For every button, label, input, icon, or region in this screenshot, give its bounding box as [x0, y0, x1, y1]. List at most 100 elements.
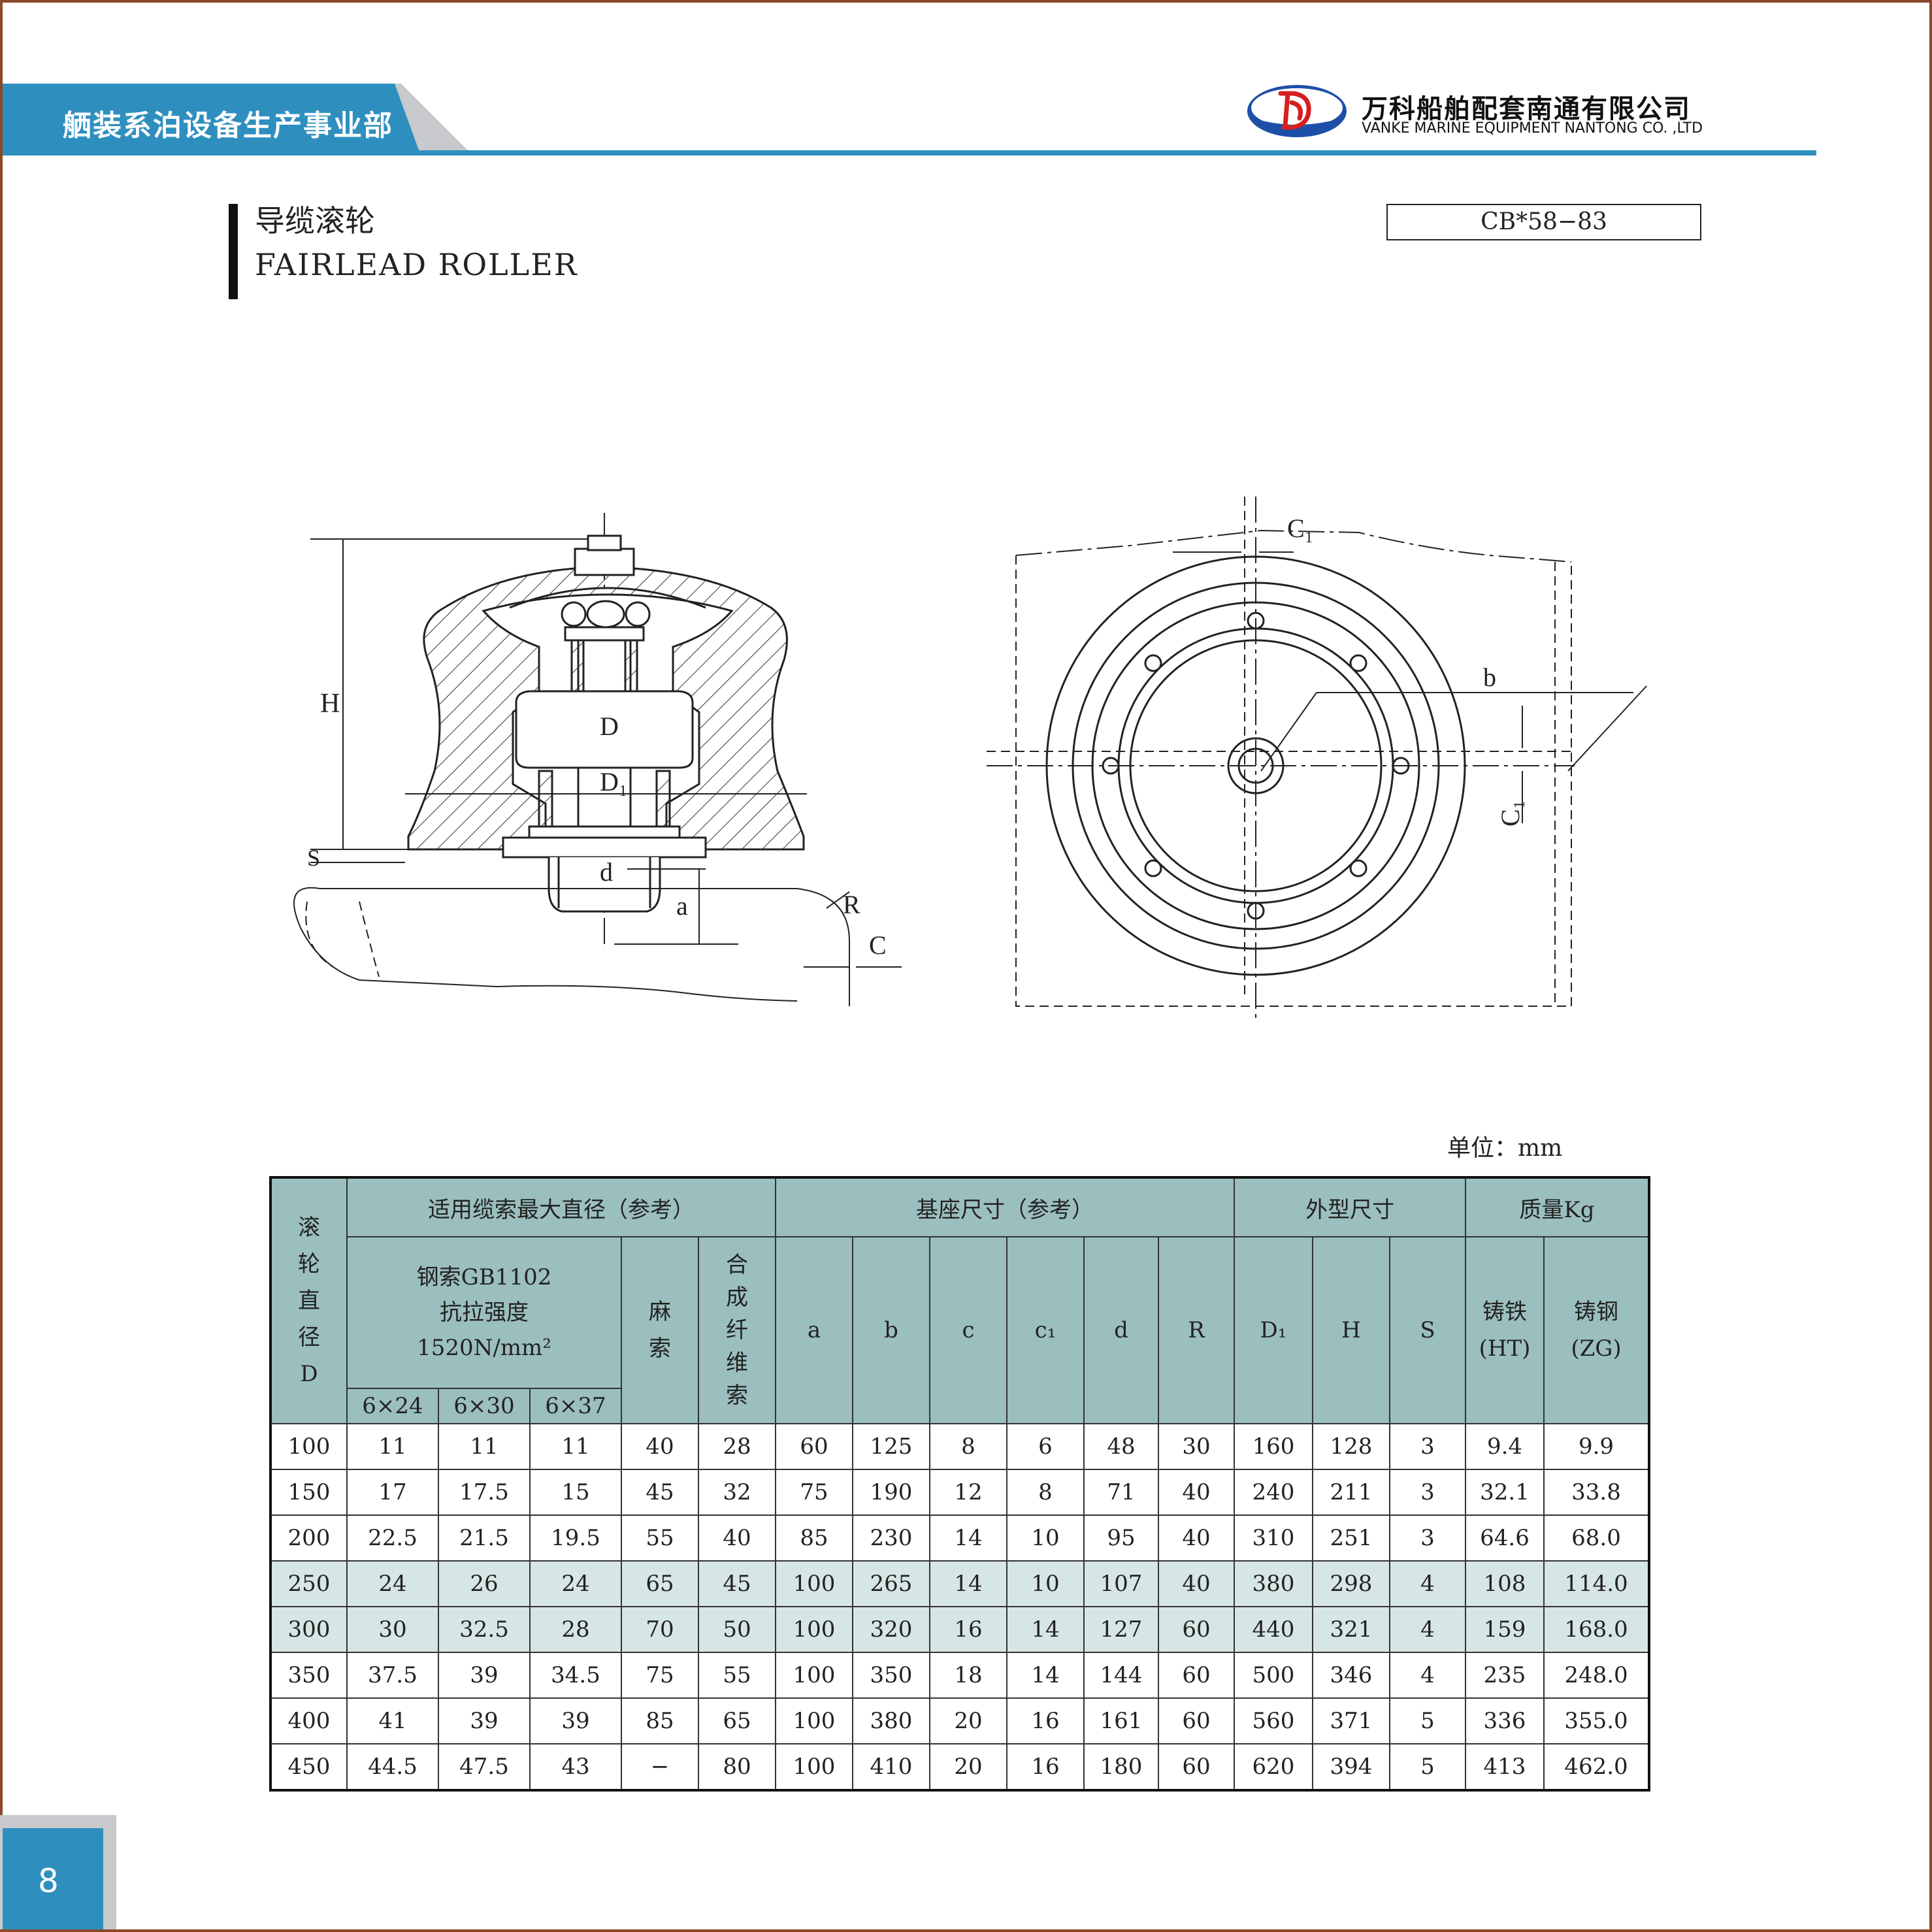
table-cell: 14: [1006, 1606, 1085, 1653]
header-6x24: 6×24: [346, 1388, 439, 1424]
table-cell: 400: [270, 1697, 348, 1744]
table-cell: 321: [1312, 1606, 1390, 1653]
header-b: b: [852, 1236, 930, 1424]
table-cell: 8: [929, 1423, 1007, 1470]
label-D1: D₁: [600, 767, 628, 796]
header-steel-rope: 钢索GB1102 抗拉强度 1520N/mm²: [346, 1236, 622, 1389]
table-cell: 265: [852, 1560, 930, 1607]
table-cell: 200: [270, 1514, 348, 1562]
table-cell: 5: [1389, 1697, 1466, 1744]
header-6x30: 6×30: [438, 1388, 531, 1424]
header-c1: c₁: [1006, 1236, 1085, 1424]
table-cell: 33.8: [1543, 1469, 1650, 1516]
table-cell: 40: [1158, 1514, 1235, 1562]
table-cell: 4: [1389, 1652, 1466, 1699]
table-cell: 10: [1006, 1514, 1085, 1562]
section-view: H S D D₁ d a R C: [293, 513, 902, 1006]
table-cell: 620: [1234, 1743, 1313, 1791]
table-cell: 108: [1465, 1560, 1545, 1607]
table-cell: 144: [1083, 1652, 1159, 1699]
header-d: d: [1083, 1236, 1159, 1424]
header-H: H: [1312, 1236, 1390, 1424]
header-S: S: [1389, 1236, 1466, 1424]
table-cell: 18: [929, 1652, 1007, 1699]
table-cell: 85: [621, 1697, 699, 1744]
table-cell: 20: [929, 1697, 1007, 1744]
table-cell: 68.0: [1543, 1514, 1650, 1562]
header-a: a: [775, 1236, 853, 1424]
label-a: a: [676, 891, 688, 921]
table-cell: 230: [852, 1514, 930, 1562]
table-cell: 40: [698, 1514, 776, 1562]
table-cell: 71: [1083, 1469, 1159, 1516]
department-name: 舾装系泊设备生产事业部: [63, 109, 393, 142]
table-cell: 11: [346, 1423, 439, 1470]
table-cell: 114.0: [1543, 1560, 1650, 1607]
table-cell: 48: [1083, 1423, 1159, 1470]
header-base-group: 基座尺寸（参考）: [775, 1177, 1235, 1237]
table-cell: 350: [270, 1652, 348, 1699]
table-cell: 26: [438, 1560, 531, 1607]
table-cell: 45: [698, 1560, 776, 1607]
table-cell: 9.9: [1543, 1423, 1650, 1470]
product-title-cn: 导缆滚轮: [255, 203, 375, 238]
table-cell: 100: [270, 1423, 348, 1470]
table-cell: 39: [438, 1697, 531, 1744]
table-cell: 100: [775, 1743, 853, 1791]
table-cell: 440: [1234, 1606, 1313, 1653]
table-cell: 3: [1389, 1469, 1466, 1516]
unit-label: 单位：mm: [1447, 1135, 1563, 1162]
table-cell: 250: [270, 1560, 348, 1607]
table-cell: 127: [1083, 1606, 1159, 1653]
label-b: b: [1483, 663, 1496, 692]
label-D: D: [600, 712, 619, 741]
table-cell: 346: [1312, 1652, 1390, 1699]
table-cell: 45: [621, 1469, 699, 1516]
table-cell: 462.0: [1543, 1743, 1650, 1791]
table-cell: 4: [1389, 1560, 1466, 1607]
table-cell: 150: [270, 1469, 348, 1516]
table-cell: −: [621, 1743, 699, 1791]
page-number: 8: [38, 1862, 59, 1900]
table-cell: 3: [1389, 1423, 1466, 1470]
table-cell: 40: [621, 1423, 699, 1470]
table-cell: 100: [775, 1606, 853, 1653]
table-cell: 19.5: [529, 1514, 622, 1562]
table-cell: 55: [698, 1652, 776, 1699]
table-cell: 60: [775, 1423, 853, 1470]
table-cell: 14: [929, 1560, 1007, 1607]
header-hemp-rope: 麻索: [621, 1236, 699, 1424]
table-cell: 320: [852, 1606, 930, 1653]
table-cell: 3: [1389, 1514, 1466, 1562]
header-synthetic-rope: 合成纤维索: [698, 1236, 776, 1424]
table-cell: 43: [529, 1743, 622, 1791]
table-cell: 14: [929, 1514, 1007, 1562]
table-cell: 75: [775, 1469, 853, 1516]
label-d: d: [600, 857, 613, 887]
table-cell: 60: [1158, 1697, 1235, 1744]
label-S: S: [307, 845, 320, 871]
table-cell: 9.4: [1465, 1423, 1545, 1470]
table-cell: 47.5: [438, 1743, 531, 1791]
table-cell: 70: [621, 1606, 699, 1653]
plan-view: C₁ b C₁: [987, 497, 1647, 1019]
header-6x37: 6×37: [529, 1388, 622, 1424]
table-cell: 22.5: [346, 1514, 439, 1562]
header-outline-group: 外型尺寸: [1234, 1177, 1466, 1237]
table-cell: 161: [1083, 1697, 1159, 1744]
table-cell: 211: [1312, 1469, 1390, 1516]
table-cell: 40: [1158, 1469, 1235, 1516]
table-cell: 95: [1083, 1514, 1159, 1562]
table-cell: 159: [1465, 1606, 1545, 1653]
table-cell: 75: [621, 1652, 699, 1699]
title-accent-bar: [229, 204, 238, 299]
label-C1-side: C₁: [1496, 800, 1525, 827]
standard-code: CB*58−83: [1386, 204, 1701, 240]
